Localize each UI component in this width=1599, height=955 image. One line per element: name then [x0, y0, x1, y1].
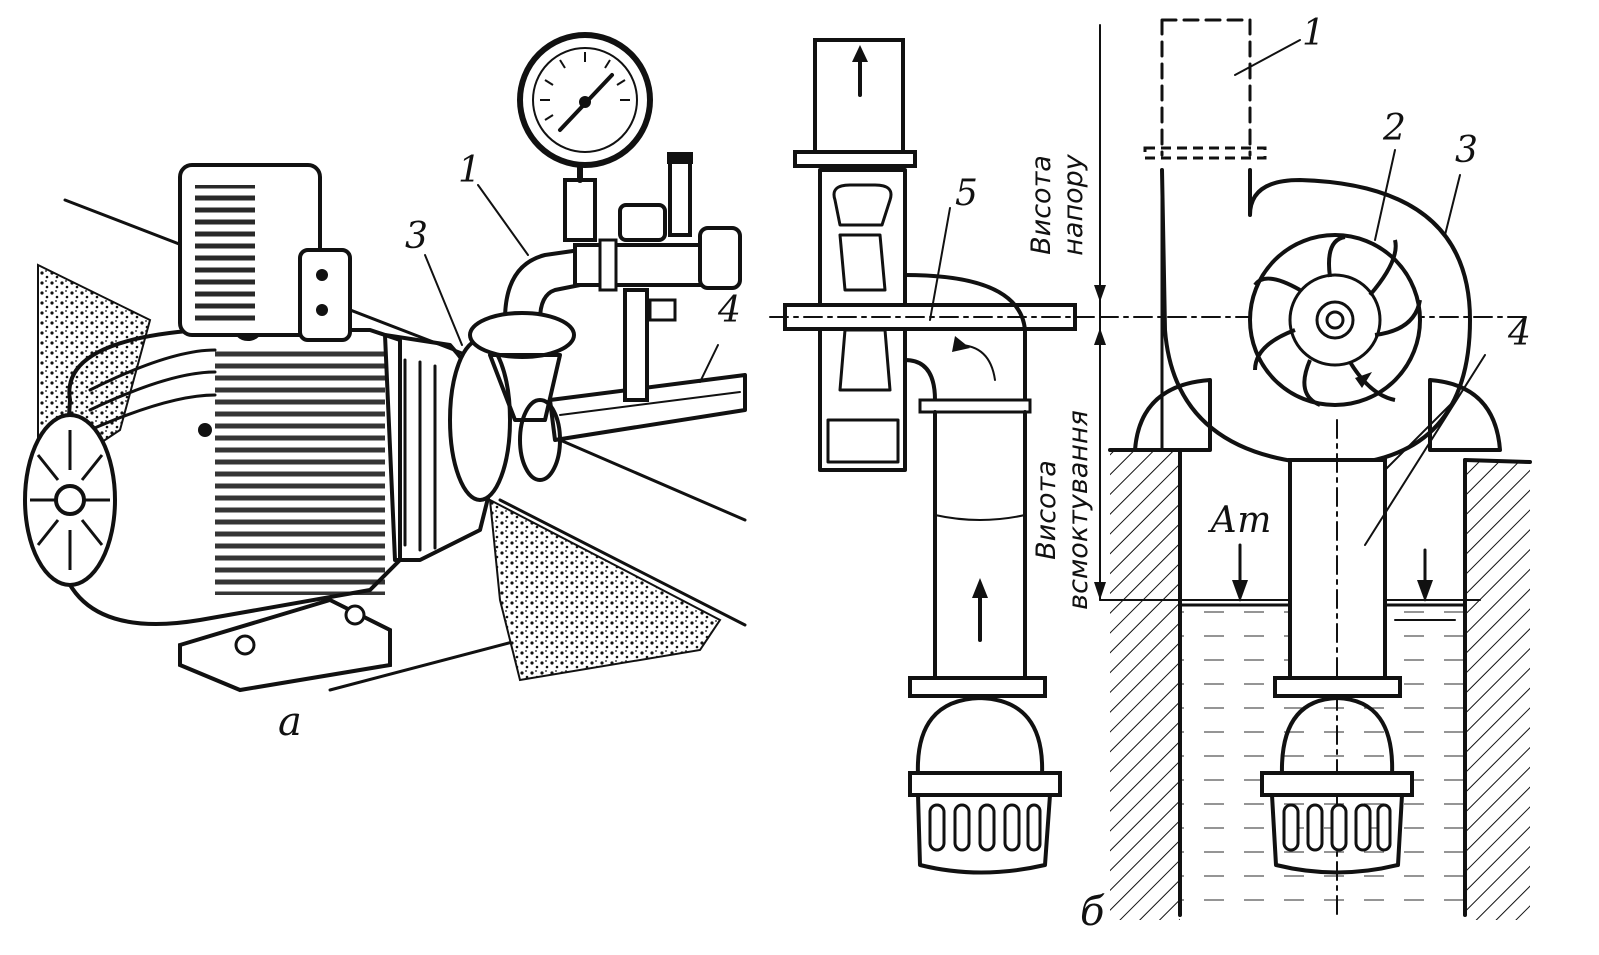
pressure-gauge-icon: [517, 32, 653, 183]
strainer-slots-icon-2: [1282, 803, 1392, 852]
head-height-label-2: напору: [1058, 153, 1089, 256]
valve-assembly: [563, 152, 693, 402]
vent-icon: [30, 430, 110, 570]
suction-height-label-2: всмоктування: [1063, 410, 1094, 610]
caption-b: б: [1080, 889, 1105, 935]
foundation-face-right: [488, 498, 722, 682]
pump-illustration: 1 3 4 а: [23, 32, 747, 745]
arrow-down-icon: [1232, 580, 1248, 602]
label-right-2: 2: [1382, 108, 1406, 149]
label-right-3: 3: [1455, 130, 1478, 171]
suction-pipe: [548, 373, 747, 442]
label-right-4: 4: [1507, 313, 1531, 354]
pump-housing: [383, 333, 562, 562]
base-plate: [178, 597, 392, 693]
label-left-1: 1: [458, 150, 481, 191]
arrow-down-icon-2: [1417, 580, 1433, 602]
label-left-3: 3: [405, 216, 428, 257]
terminal-box: [178, 163, 352, 342]
pump-schematic: Висота напору Висота всмоктування: [769, 13, 1532, 935]
label-left-4: 4: [717, 290, 741, 331]
impeller-icon: [1248, 233, 1422, 407]
atmosphere-label: Ат: [1207, 500, 1271, 541]
strainer-slots-icon: [928, 803, 1042, 852]
label-right-1: 1: [1302, 13, 1325, 54]
caption-a: а: [278, 699, 302, 745]
head-height-label-1: Висота: [1026, 155, 1057, 255]
discharge-elbow: [468, 226, 742, 422]
label-right-5: 5: [955, 173, 978, 214]
volute-casing: [1160, 168, 1472, 467]
electric-motor: [23, 309, 402, 626]
suction-height-label-1: Висота: [1031, 460, 1062, 560]
